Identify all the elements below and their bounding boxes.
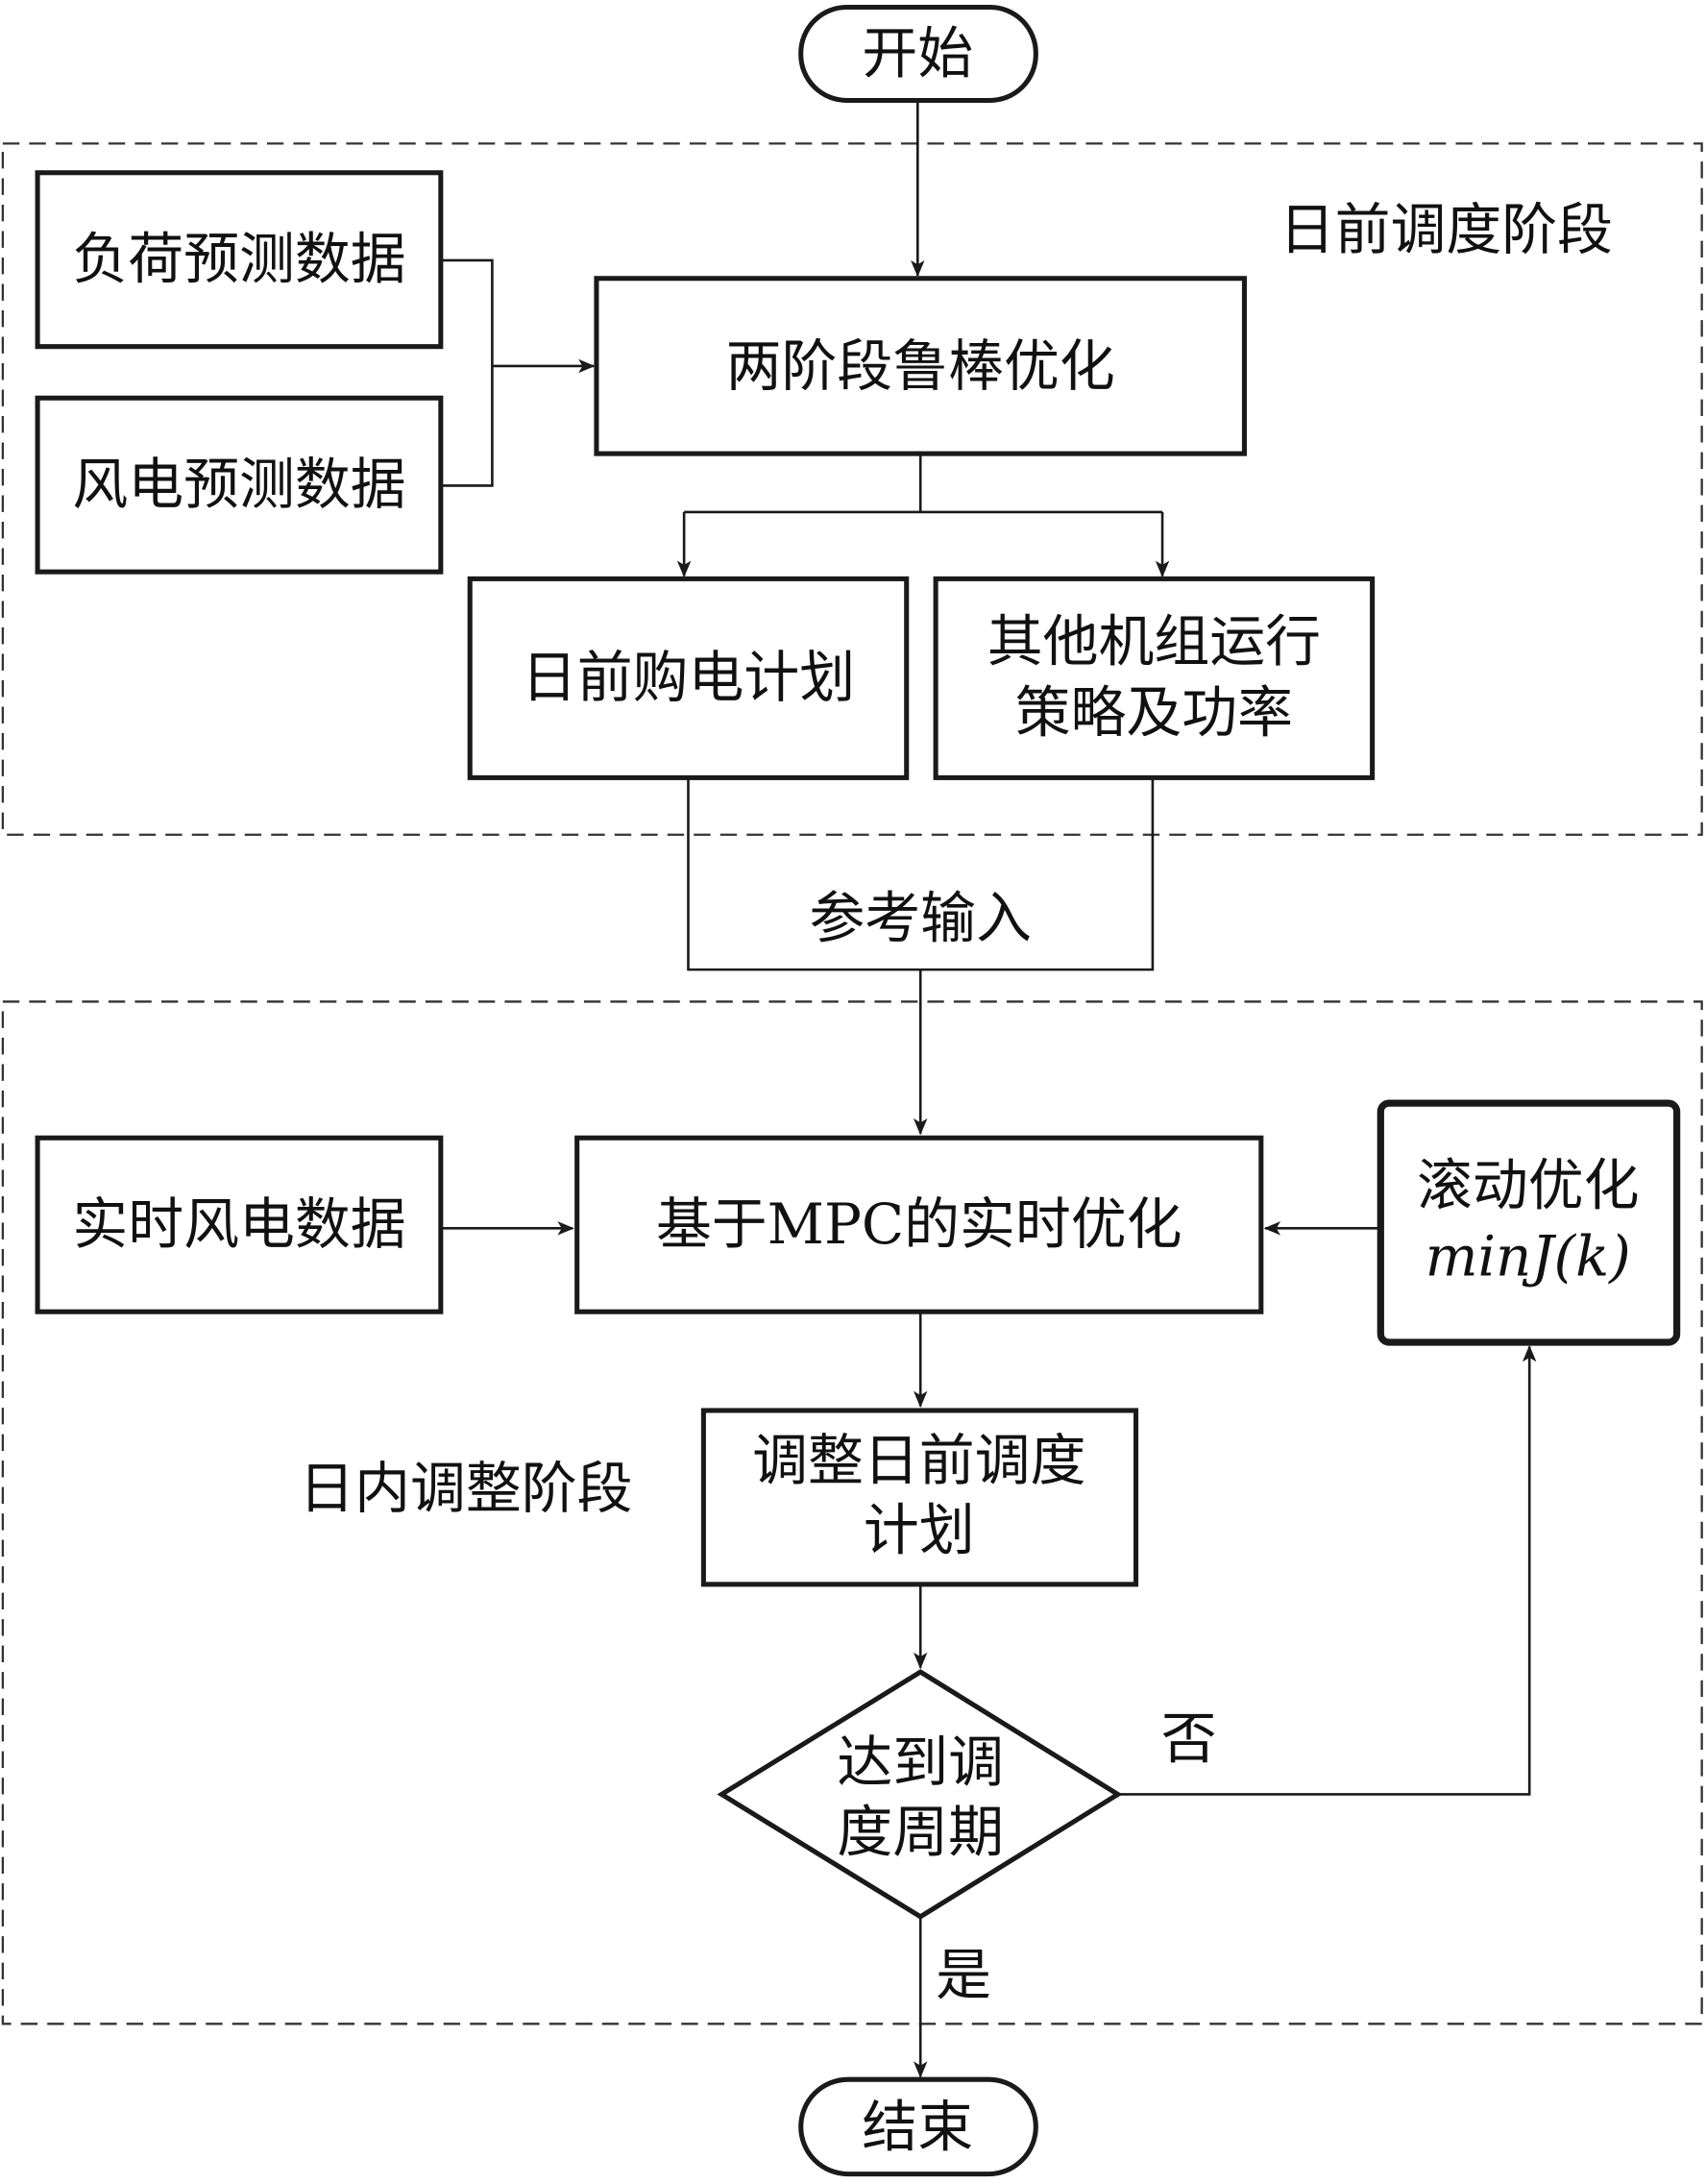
robust-optimization-label: 两阶段鲁棒优化: [726, 333, 1115, 399]
end-node: [798, 2076, 1038, 2177]
intraday-stage-label: 日内调整阶段: [299, 1456, 632, 1521]
day-ahead-stage-label: 日前调度阶段: [1280, 197, 1613, 262]
realtime-wind-label: 实时风电数据: [72, 1191, 405, 1257]
realtime-wind-node: [35, 1135, 444, 1314]
mpc-optimization-label: 基于MPC的实时优化: [656, 1191, 1182, 1257]
wind-forecast-label: 风电预测数据: [72, 452, 405, 517]
decision-label-line1: 达到调: [837, 1730, 1004, 1795]
arrow-no-to-rolling: [1117, 1344, 1537, 1796]
other-units-label-line1: 其他机组运行: [987, 609, 1321, 675]
rolling-optimization-label-line2: minJ(k): [1426, 1223, 1631, 1288]
purchase-plan-label: 日前购电计划: [522, 645, 855, 710]
yes-label: 是: [936, 1943, 991, 2008]
adjust-plan-label-line2: 计划: [864, 1497, 975, 1562]
other-units-label-line2: 策略及功率: [1015, 679, 1293, 745]
rolling-optimization-node: [1377, 1099, 1681, 1346]
end-label: 结束: [862, 2094, 973, 2159]
purchase-plan-node: [467, 576, 910, 780]
adjust-plan-node: [700, 1408, 1139, 1587]
start-label: 开始: [862, 20, 973, 86]
robust-optimization-node: [594, 276, 1247, 456]
intraday-stage-region: [1, 1000, 1703, 2025]
day-ahead-stage-region: [1, 142, 1703, 836]
mpc-optimization-node: [574, 1135, 1264, 1314]
rolling-optimization-label-line1: 滚动优化: [1417, 1152, 1640, 1217]
load-forecast-node: [35, 170, 444, 350]
no-label: 否: [1161, 1706, 1217, 1772]
adjust-plan-label-line1: 调整日前调度: [752, 1428, 1085, 1493]
reference-input-label: 参考输入: [809, 886, 1032, 951]
decision-label-line2: 度周期: [837, 1800, 1004, 1865]
other-units-node: [933, 576, 1376, 780]
forecast-merge-connector: [440, 258, 494, 487]
load-forecast-label: 负荷预测数据: [72, 226, 405, 291]
